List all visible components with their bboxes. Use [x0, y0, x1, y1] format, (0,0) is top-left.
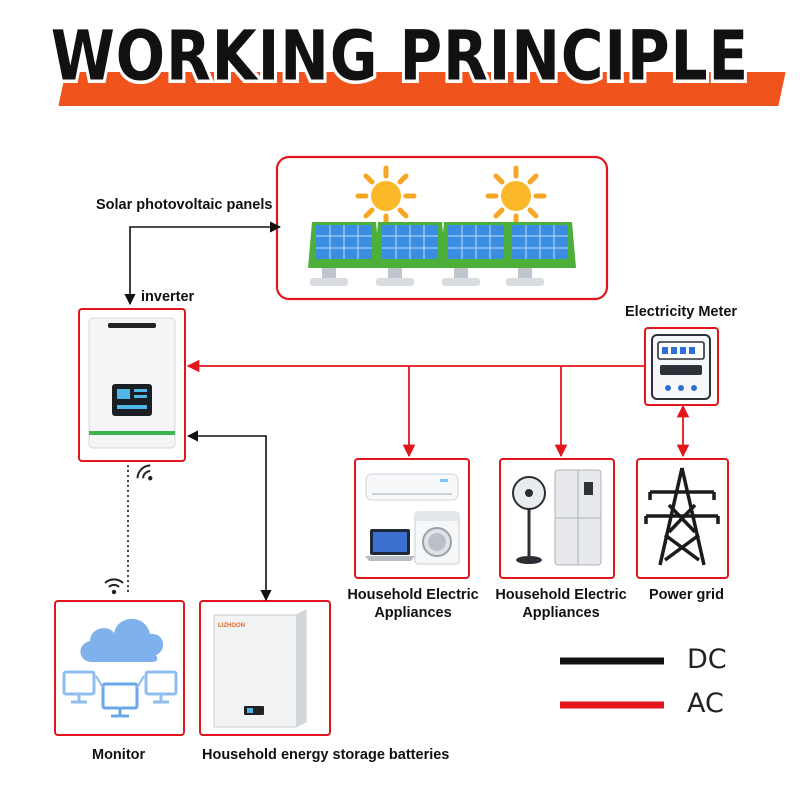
- solar-panel-icon: [308, 222, 380, 286]
- dc-line-solar: [124, 221, 282, 306]
- monitor-label: Monitor: [92, 747, 146, 763]
- solar-panel-icon: [440, 222, 512, 286]
- sun-icon: [355, 165, 417, 227]
- sun-icon: [485, 165, 547, 227]
- page-title: WORKING PRINCIPLE: [48, 12, 751, 99]
- washing-machine-icon: [414, 511, 460, 565]
- air-conditioner-icon: [365, 473, 459, 501]
- appliances-label-1: Household Electric Appliances: [347, 587, 479, 621]
- legend-ac-label: AC: [687, 688, 724, 719]
- electricity-meter-icon: [651, 334, 711, 400]
- solar-panel-icon: [374, 222, 446, 286]
- battery-label: Household energy storage batteries: [202, 747, 450, 763]
- computer-icon: [62, 670, 178, 718]
- wifi-signal-icon: [104, 578, 124, 595]
- electric-fan-icon: [512, 476, 546, 564]
- appliances-label-2: Household Electric Appliances: [495, 587, 627, 621]
- wifi-signal-icon: [136, 464, 153, 481]
- electricity-meter-label: Electricity Meter: [625, 304, 738, 320]
- battery-brand: LIZHOON: [218, 623, 245, 629]
- laptop-icon: [365, 529, 415, 561]
- battery-pack-icon: [213, 609, 307, 728]
- power-tower-icon: [644, 467, 720, 566]
- power-grid-label: Power grid: [649, 587, 724, 603]
- solar-panel-icon: [504, 222, 576, 286]
- cloud-icon: [80, 618, 164, 662]
- legend-dc-label: DC: [687, 644, 727, 675]
- solar-panels-label: Solar photovoltaic panels: [96, 197, 273, 213]
- dc-line-battery: [186, 430, 272, 602]
- inverter-label: inverter: [141, 289, 195, 305]
- inverter-icon: [88, 317, 176, 449]
- refrigerator-icon: [554, 469, 602, 566]
- solar-panel-array: [308, 222, 576, 286]
